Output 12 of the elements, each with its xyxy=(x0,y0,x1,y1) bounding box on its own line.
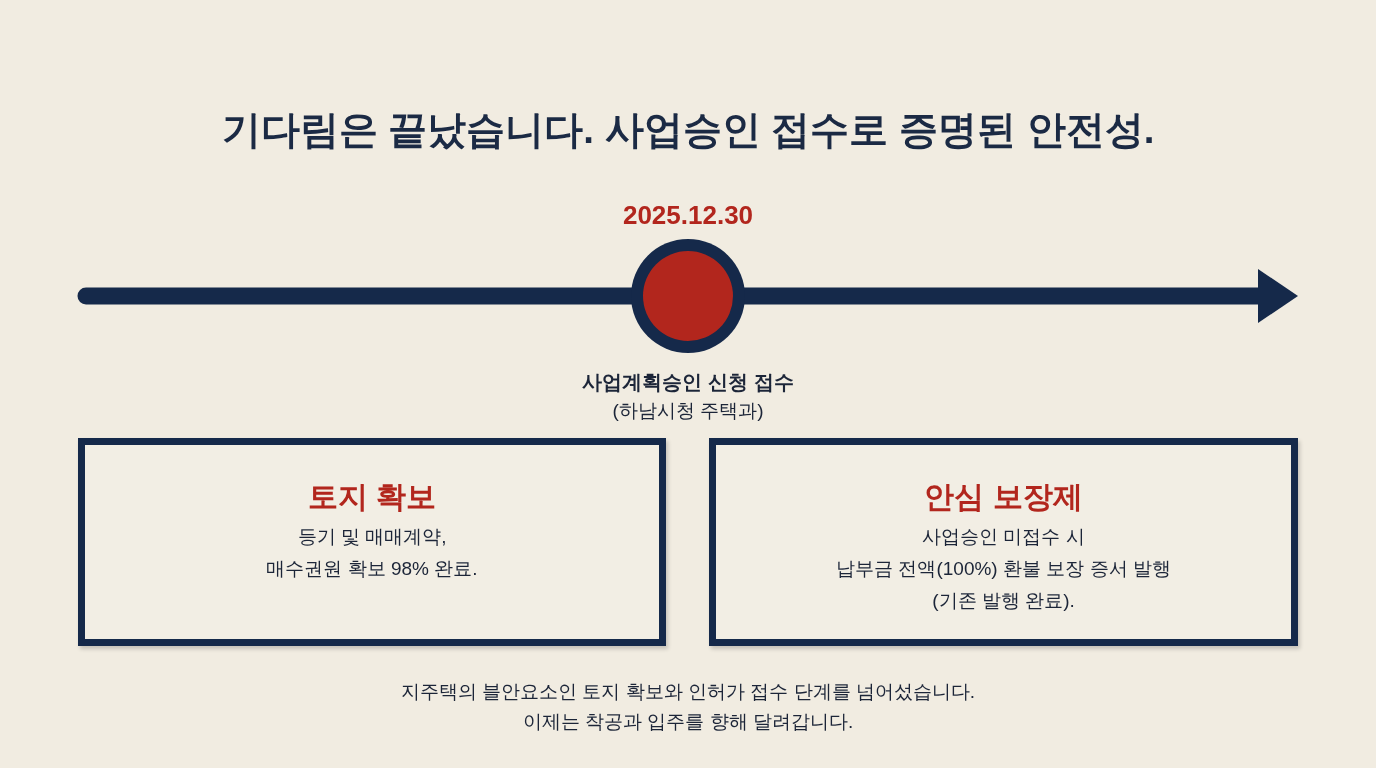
milestone-note: (하남시청 주택과) xyxy=(612,399,764,423)
box-body: 사업승인 미접수 시 납부금 전액(100%) 환불 보장 증서 발행 (기존 발행 완료). xyxy=(836,525,1171,613)
milestone-circle xyxy=(631,239,745,353)
caption-text: 지주택의 블안요소인 토지 확보와 인허가 접수 단계를 넘어섰습니다. 이제는 착공과 입주를 향해 달려갑니다. xyxy=(400,680,976,734)
box-body: 등기 및 매매계약, 매수권원 확보 98% 완료. xyxy=(266,525,478,581)
date-label: 2025.12.30 xyxy=(622,199,754,231)
info-box xyxy=(78,438,666,646)
box-heading: 토지 확보 xyxy=(307,479,437,515)
milestone-label: 사업계획승인 신청 접수 xyxy=(582,370,794,395)
box-heading: 안심 보장제 xyxy=(924,479,1083,515)
info-box xyxy=(709,438,1298,646)
title: 기다림은 끝났습니다. 사업승인 접수로 증명된 안전성. xyxy=(221,107,1155,153)
